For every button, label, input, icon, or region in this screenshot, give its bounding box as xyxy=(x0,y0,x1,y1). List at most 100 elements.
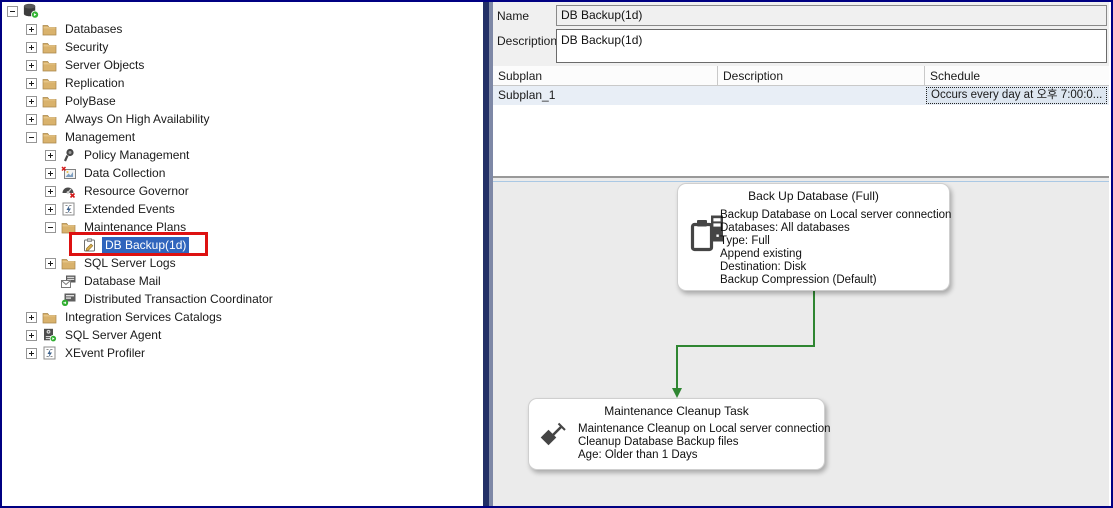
tree-item-server-objects[interactable]: Server Objects xyxy=(2,56,483,74)
tree-item-always-on[interactable]: Always On High Availability xyxy=(2,110,483,128)
tree-item-label[interactable] xyxy=(43,10,49,12)
tree-item-security[interactable]: Security xyxy=(2,38,483,56)
task-detail-line: Backup Compression (Default) xyxy=(720,273,877,286)
folder-icon xyxy=(41,21,58,37)
tree-item-extended-events[interactable]: Extended Events xyxy=(2,200,483,218)
task-detail-line: Maintenance Cleanup on Local server conn… xyxy=(578,423,831,435)
folder-icon xyxy=(41,75,58,91)
tree-item-replication[interactable]: Replication xyxy=(2,74,483,92)
name-label: Name xyxy=(497,9,530,23)
tree-item-policy-management[interactable]: Policy Management xyxy=(2,146,483,164)
expand-expander-icon[interactable] xyxy=(26,329,37,341)
data-collection-icon xyxy=(60,165,77,181)
folder-icon xyxy=(41,93,58,109)
plan-description-input[interactable]: DB Backup(1d) xyxy=(556,29,1107,63)
task-detail-line: Databases: All databases xyxy=(720,221,850,234)
tree-item-label[interactable]: Database Mail xyxy=(84,274,161,288)
tree-item-label[interactable]: PolyBase xyxy=(65,94,116,108)
tree-item-label[interactable]: SQL Server Agent xyxy=(65,328,162,342)
tree-item-data-collection[interactable]: Data Collection xyxy=(2,164,483,182)
tree-item-polybase[interactable]: PolyBase xyxy=(2,92,483,110)
extended-events-icon xyxy=(60,201,77,217)
tree-item-label[interactable]: Extended Events xyxy=(84,202,175,216)
expand-expander-icon[interactable] xyxy=(45,203,56,215)
expand-expander-icon[interactable] xyxy=(26,77,37,89)
tree-item-xevent-profiler[interactable]: XEvent Profiler xyxy=(2,344,483,362)
task-detail-line: Backup Database on Local server connecti… xyxy=(720,209,952,221)
description-column-header: Description xyxy=(718,66,925,86)
tree-item-label[interactable]: Replication xyxy=(65,76,125,90)
tree-item-label[interactable]: Management xyxy=(65,130,136,144)
subplan-row[interactable]: Subplan_1 Occurs every day at 오후 7:00:0.… xyxy=(493,86,1109,105)
plan-properties-form: Name DB Backup(1d) Description DB Backup… xyxy=(493,2,1109,66)
expand-expander-icon[interactable] xyxy=(26,113,37,125)
tree-item-label[interactable]: Data Collection xyxy=(84,166,166,180)
tree-item-label[interactable]: DB Backup(1d) xyxy=(102,237,190,253)
server-icon xyxy=(22,3,39,19)
expand-expander-icon[interactable] xyxy=(26,23,37,35)
maintenance-cleanup-task-box[interactable]: Maintenance Cleanup Task Maintenance Cle… xyxy=(528,398,831,470)
collapse-expander-icon[interactable] xyxy=(26,131,37,143)
cleanup-task-icon xyxy=(539,419,569,454)
subplan-column-header: Subplan xyxy=(493,66,718,86)
expand-expander-icon[interactable] xyxy=(26,347,37,359)
tree-item-label[interactable]: Databases xyxy=(65,22,123,36)
tree-item-label[interactable]: Security xyxy=(65,40,109,54)
tree-item-label[interactable]: SQL Server Logs xyxy=(84,256,176,270)
tree-item-database-mail[interactable]: Database Mail xyxy=(2,272,483,290)
tree-item-distributed-transaction-coordinator[interactable]: Distributed Transaction Coordinator xyxy=(2,290,483,308)
folder-icon xyxy=(41,39,58,55)
tree-item-label[interactable]: Server Objects xyxy=(65,58,145,72)
tree-item-label[interactable]: Maintenance Plans xyxy=(84,220,187,234)
tree-item-label[interactable]: Always On High Availability xyxy=(65,112,210,126)
task-detail-line: Destination: Disk xyxy=(720,260,807,273)
tree-item-label[interactable]: Resource Governor xyxy=(84,184,189,198)
task-detail-line: Type: Full xyxy=(720,234,770,247)
xevent-profiler-icon xyxy=(41,345,58,361)
panel-splitter[interactable] xyxy=(483,2,489,506)
expand-expander-icon[interactable] xyxy=(26,95,37,107)
expand-expander-icon[interactable] xyxy=(26,311,37,323)
connector-arrowhead-icon xyxy=(672,388,682,398)
tree-item-label[interactable]: Distributed Transaction Coordinator xyxy=(84,292,273,306)
precedence-connector-segment xyxy=(813,289,815,347)
backup-database-task-box[interactable]: Back Up Database (Full) Backup Database … xyxy=(677,183,952,291)
subplan-grid: Subplan Description Schedule Subplan_1 O… xyxy=(493,66,1109,178)
expand-expander-icon[interactable] xyxy=(45,167,56,179)
subplan-cell: Subplan_1 xyxy=(498,88,556,102)
tree-item-management[interactable]: Management xyxy=(2,128,483,146)
tree-item-maintenance-plans[interactable]: Maintenance Plans xyxy=(2,218,483,236)
panel-splitter-edge xyxy=(489,2,493,506)
tree-item-integration-services-catalogs[interactable]: Integration Services Catalogs xyxy=(2,308,483,326)
tree-item-db-backup-1d[interactable]: DB Backup(1d) xyxy=(2,236,483,254)
description-label: Description xyxy=(497,34,558,48)
expand-expander-icon[interactable] xyxy=(26,59,37,71)
schedule-cell[interactable]: Occurs every day at 오후 7:00:0... xyxy=(926,87,1107,104)
folder-icon xyxy=(60,219,77,235)
expand-expander-icon[interactable] xyxy=(45,149,56,161)
tree-item-sql-server-logs[interactable]: SQL Server Logs xyxy=(2,254,483,272)
description-cell xyxy=(718,86,925,105)
expand-expander-icon[interactable] xyxy=(45,185,56,197)
policy-management-icon xyxy=(60,147,77,163)
collapse-expander-icon[interactable] xyxy=(7,5,18,17)
task-detail-line: Cleanup Database Backup files xyxy=(578,435,739,448)
expand-expander-icon[interactable] xyxy=(26,41,37,53)
tree-item-label[interactable]: XEvent Profiler xyxy=(65,346,146,360)
collapse-expander-icon[interactable] xyxy=(45,221,56,233)
tree-item-resource-governor[interactable]: Resource Governor xyxy=(2,182,483,200)
tree-item-sql-server-agent[interactable]: SQL Server Agent xyxy=(2,326,483,344)
red-highlight-annotation xyxy=(69,232,208,256)
design-surface: Back Up Database (Full) Backup Database … xyxy=(493,178,1109,506)
maintenance-plan-icon xyxy=(81,237,98,253)
task-title: Maintenance Cleanup Task xyxy=(604,404,749,418)
tree-item-server-root[interactable] xyxy=(2,2,483,20)
precedence-connector-segment xyxy=(676,345,678,392)
tree-item-label[interactable]: Integration Services Catalogs xyxy=(65,310,222,324)
plan-name-input[interactable]: DB Backup(1d) xyxy=(556,5,1107,26)
tree-item-databases[interactable]: Databases xyxy=(2,20,483,38)
tree-item-label[interactable]: Policy Management xyxy=(84,148,190,162)
task-detail-line: Append existing xyxy=(720,247,802,260)
schedule-column-header: Schedule xyxy=(925,66,1109,86)
expand-expander-icon[interactable] xyxy=(45,257,56,269)
